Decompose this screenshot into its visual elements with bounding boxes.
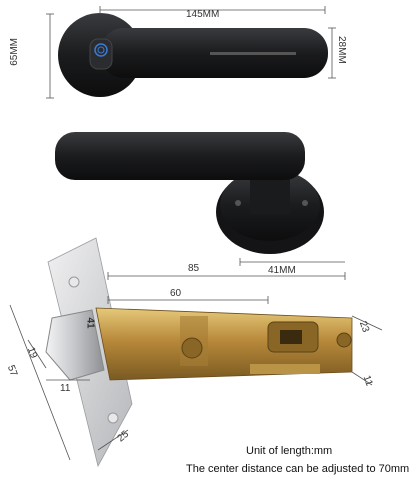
dim-bolt-depth: 11 bbox=[60, 383, 71, 394]
dim-rose-diameter: 65MM bbox=[9, 38, 20, 66]
dim-latch-total: 85 bbox=[188, 263, 200, 274]
dim-handle-height: 28MM bbox=[336, 36, 347, 64]
dimension-lines-latch bbox=[9, 258, 383, 461]
dimension-lines-top bbox=[46, 6, 336, 99]
fingerprint-icon bbox=[94, 43, 108, 57]
latch bbox=[45, 237, 353, 468]
handle-top-view bbox=[58, 13, 328, 97]
dim-handle-length: 145MM bbox=[186, 9, 220, 20]
latch-bolt bbox=[45, 309, 105, 381]
lever-slot bbox=[210, 52, 296, 55]
screw-left bbox=[235, 200, 241, 206]
adjust-caption: The center distance can be adjusted to 7… bbox=[186, 463, 410, 475]
faceplate-hole-bottom bbox=[107, 412, 119, 424]
screw-right bbox=[302, 200, 308, 206]
bolt-label: 41 bbox=[84, 317, 96, 329]
unit-caption: Unit of length:mm bbox=[246, 445, 333, 457]
lever-side bbox=[55, 132, 305, 180]
dim-latch-backset: 41MM bbox=[268, 265, 296, 276]
dim-latch-body: 60 bbox=[170, 288, 182, 299]
spindle-hole bbox=[181, 337, 203, 359]
faceplate-hole-top bbox=[68, 276, 80, 288]
handle-side-view bbox=[55, 132, 324, 254]
